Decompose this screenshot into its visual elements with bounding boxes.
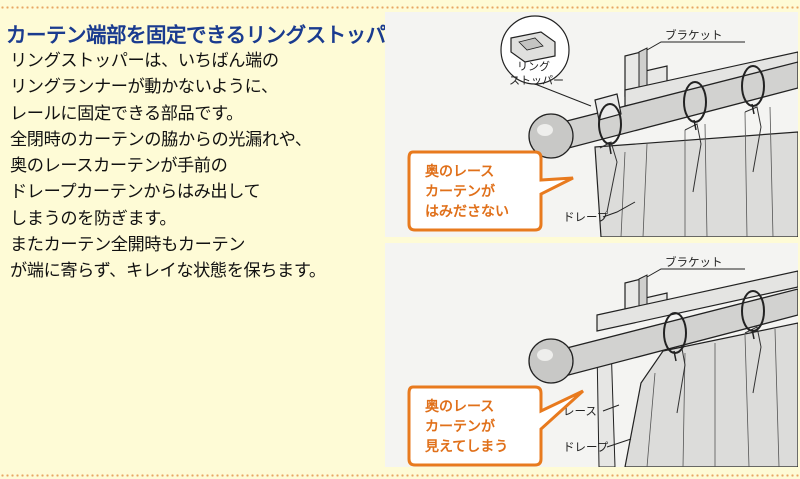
description-line: が端に寄らず、キレイな状態を保ちます。 [10,261,326,282]
callout-text: 奥のレース [425,398,494,415]
ring-stopper-label: ストッパー [509,74,564,87]
description-line: レールに固定できる部品です。 [10,103,243,124]
description-line: またカーテン全開時もカーテン [10,235,246,256]
description-line: 奥のレースカーテンが手前の [10,156,228,177]
ring-stopper-detail-icon [500,15,592,107]
callout-bubble [407,385,585,467]
callout-text: 見えてしまう [424,439,508,455]
drape-label: ドレープ [563,440,609,454]
ring-stopper-label: リング [517,59,550,73]
drape-pleat [684,123,702,193]
rod-finial [528,113,574,159]
bracket-label: ブラケット [665,28,723,42]
bracket-mount [638,47,648,91]
description-line: リングランナーが動かないように、 [10,77,278,98]
page-heading: カーテン端部を固定できるリングストッパー [6,23,406,47]
drape-pleat [599,141,618,213]
description-line: しまうのを防ぎます。 [10,208,177,229]
description-line: リングストッパーは、いちばん端の [10,51,279,71]
callout-bubble [407,150,574,232]
bottom-dotted-border [0,474,800,477]
drape-fold-lines [646,328,780,468]
description-line: ドレープカーテンからはみ出して [10,182,261,203]
drape-fold-lines [620,106,774,238]
description-text: リングストッパーは、いちばん端の リングランナーが動かないように、 レールに固定… [10,48,400,285]
callout-text: 奥のレース [425,163,494,180]
callout-text: カーテンが [425,183,496,200]
drape-curtain [594,131,799,238]
rod-finial [528,338,574,384]
drape-pleat [744,106,762,173]
description-line: 全閉時のカーテンの脇からの光漏れや、 [10,129,312,150]
callout-text: カーテンが [425,418,496,435]
bracket-label: ブラケット [665,255,723,269]
without-stopper-drawing: ブラケット レース ドレープ 奥のレース カーテンが 見えてしまう [407,255,799,468]
without-stopper-illustration: ブラケット レース ドレープ 奥のレース カーテンが 見えてしまう [385,243,799,468]
lace-label: レース [563,404,597,418]
with-stopper-drawing: リング ストッパー ブラケット ドレープ 奥のレース カーテンが はみださない [407,15,799,238]
callout-text: はみださない [425,204,509,220]
with-stopper-illustration: リング ストッパー ブラケット ドレープ 奥のレース カーテンが はみださない [385,12,799,238]
drape-label: ドレープ [563,210,609,224]
top-dotted-border [0,6,800,9]
